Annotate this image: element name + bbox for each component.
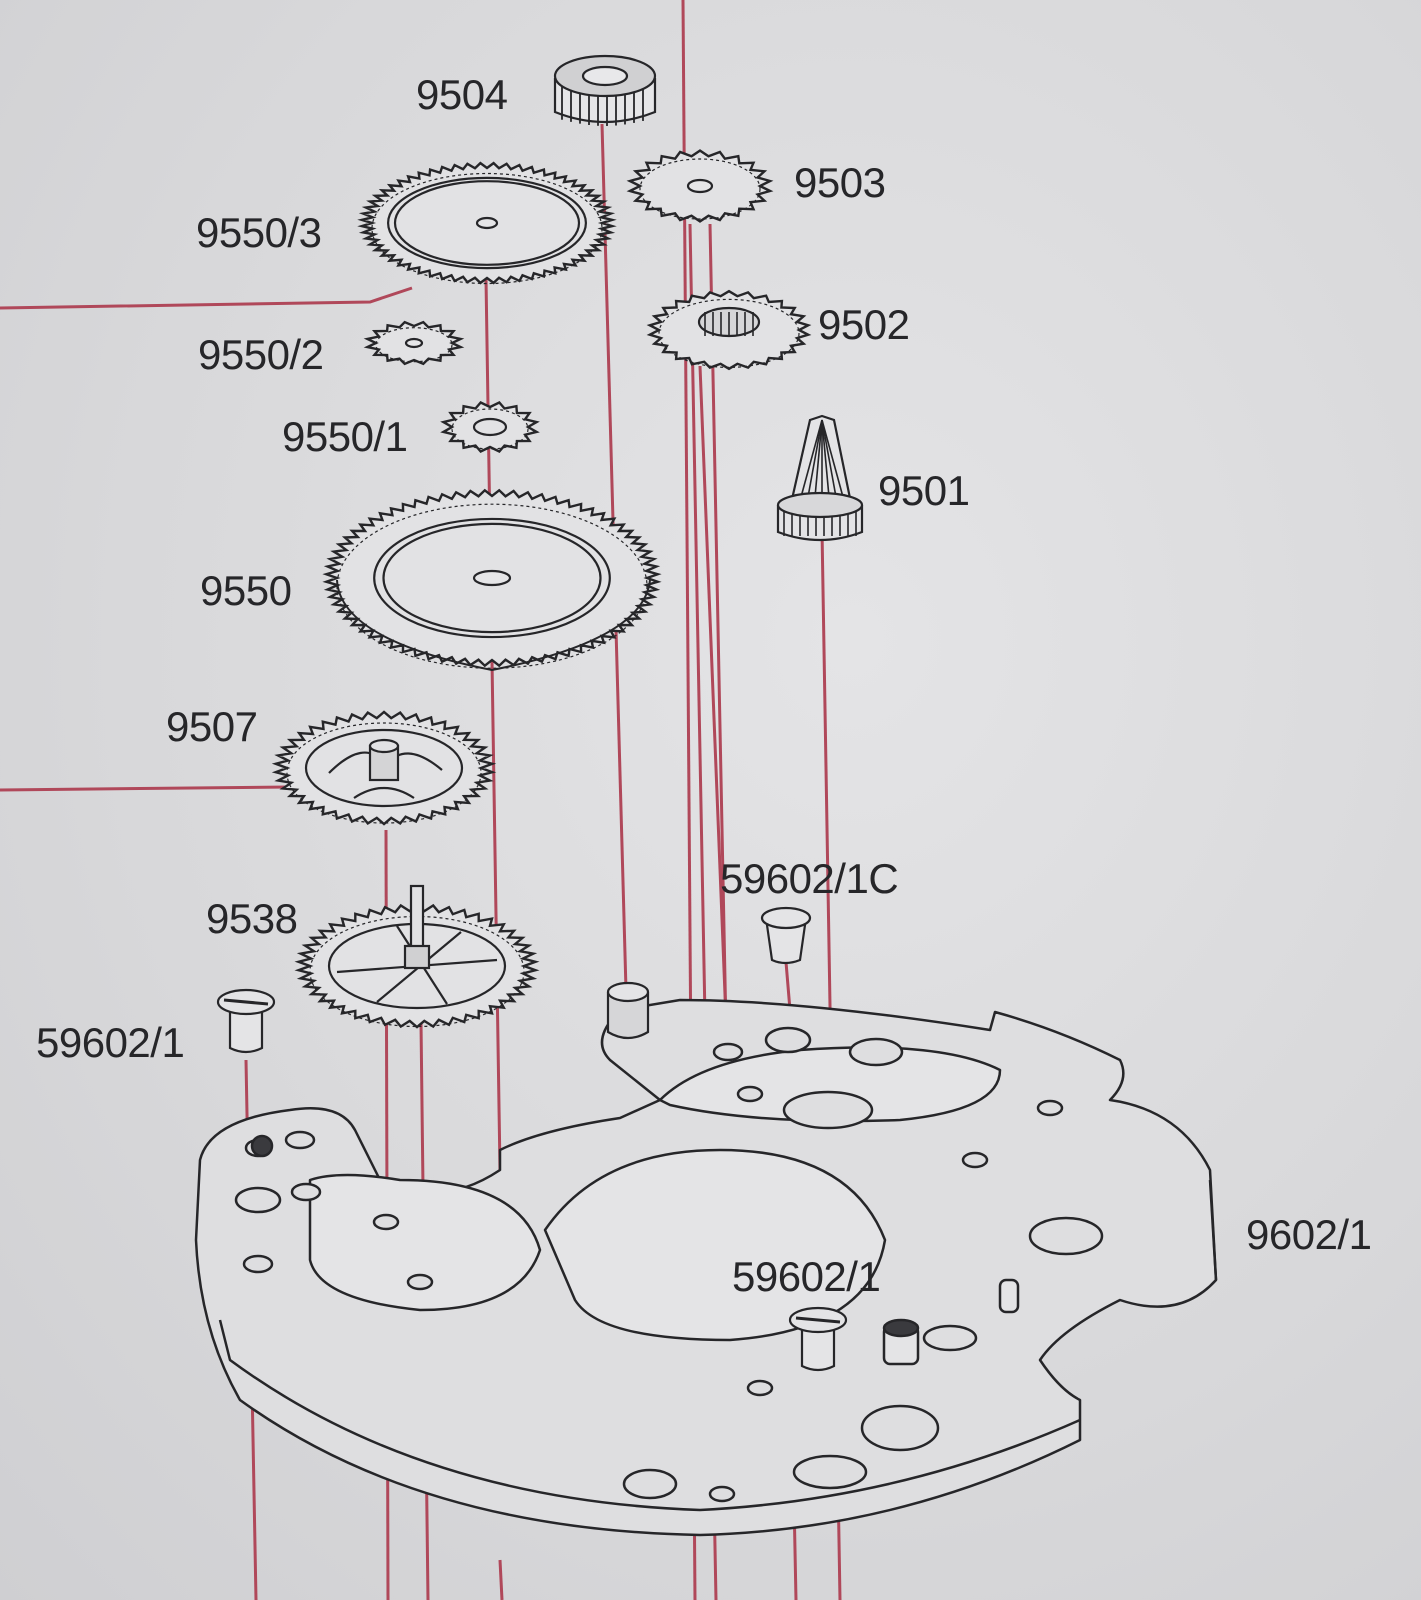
- plate-hole: [792, 1454, 868, 1490]
- plate-hole: [242, 1254, 274, 1274]
- label-9507: 9507: [166, 703, 258, 750]
- plate-post: [998, 1278, 1020, 1314]
- plate-hole: [848, 1037, 904, 1067]
- jewel: [250, 1134, 274, 1158]
- label-9501: 9501: [878, 467, 970, 514]
- gear-9507: [271, 710, 497, 826]
- label-59602-1-left: 59602/1: [36, 1019, 185, 1066]
- plate-hole: [406, 1273, 434, 1291]
- plate-recess-left: [308, 1173, 542, 1312]
- plate-hole: [708, 1485, 736, 1503]
- label-9503: 9503: [794, 159, 886, 206]
- leader-line: [698, 365, 730, 1071]
- label-9502: 9502: [818, 301, 910, 348]
- plate-recess-center: [543, 1148, 887, 1342]
- label-9504: 9504: [416, 71, 508, 118]
- bush-59602-1c: [760, 906, 812, 965]
- plate-hole: [622, 1468, 678, 1500]
- pinion-9501: [776, 414, 864, 542]
- plate-hole: [712, 1042, 744, 1062]
- label-59602-1-right: 59602/1: [732, 1253, 881, 1300]
- label-9550-2: 9550/2: [198, 331, 324, 378]
- plate-hole: [234, 1186, 282, 1214]
- screw-59602-1-left: [216, 988, 276, 1054]
- plate-hole: [746, 1379, 774, 1397]
- gear-9502: [646, 289, 812, 371]
- gear-9550: [322, 488, 662, 672]
- plate-hole: [961, 1151, 989, 1169]
- label-9602-1: 9602/1: [1246, 1211, 1372, 1258]
- gear-9550-3: [357, 161, 617, 285]
- plate-recess-top: [658, 1046, 1002, 1123]
- main-plate-9602-1: [194, 998, 1218, 1537]
- plate-edge-right: [1208, 1179, 1218, 1281]
- gear-9538: [294, 884, 540, 1029]
- plate-bush-top: [882, 1318, 920, 1338]
- pinion-9504: [553, 54, 657, 126]
- pillar: [606, 981, 650, 1040]
- gear-9550-1: [440, 401, 540, 453]
- plate-hole: [922, 1324, 978, 1352]
- gear-9503: [626, 149, 774, 223]
- label-9538: 9538: [206, 895, 298, 942]
- leader-line: [483, 214, 502, 1171]
- label-59602-1c: 59602/1C: [720, 855, 899, 902]
- plate-hole: [736, 1085, 764, 1103]
- leader-line: [498, 1559, 504, 1600]
- plate-hole: [372, 1213, 400, 1231]
- gear-parts: [216, 54, 864, 1372]
- label-9550: 9550: [200, 567, 292, 614]
- label-9550-3: 9550/3: [196, 209, 322, 256]
- screw-59602-1-right: [788, 1306, 848, 1372]
- plate-hole: [1028, 1216, 1104, 1256]
- plate-edge: [218, 1319, 1081, 1512]
- plate-hole: [782, 1090, 874, 1130]
- leader-line: [0, 286, 413, 310]
- plate-hole: [284, 1130, 316, 1150]
- plate-hole: [860, 1404, 940, 1452]
- plate-hole: [290, 1182, 322, 1202]
- label-9550-1: 9550/1: [282, 413, 408, 460]
- plate-hole: [1036, 1099, 1064, 1117]
- plate-hole: [764, 1026, 812, 1054]
- gear-9550-2: [363, 320, 465, 366]
